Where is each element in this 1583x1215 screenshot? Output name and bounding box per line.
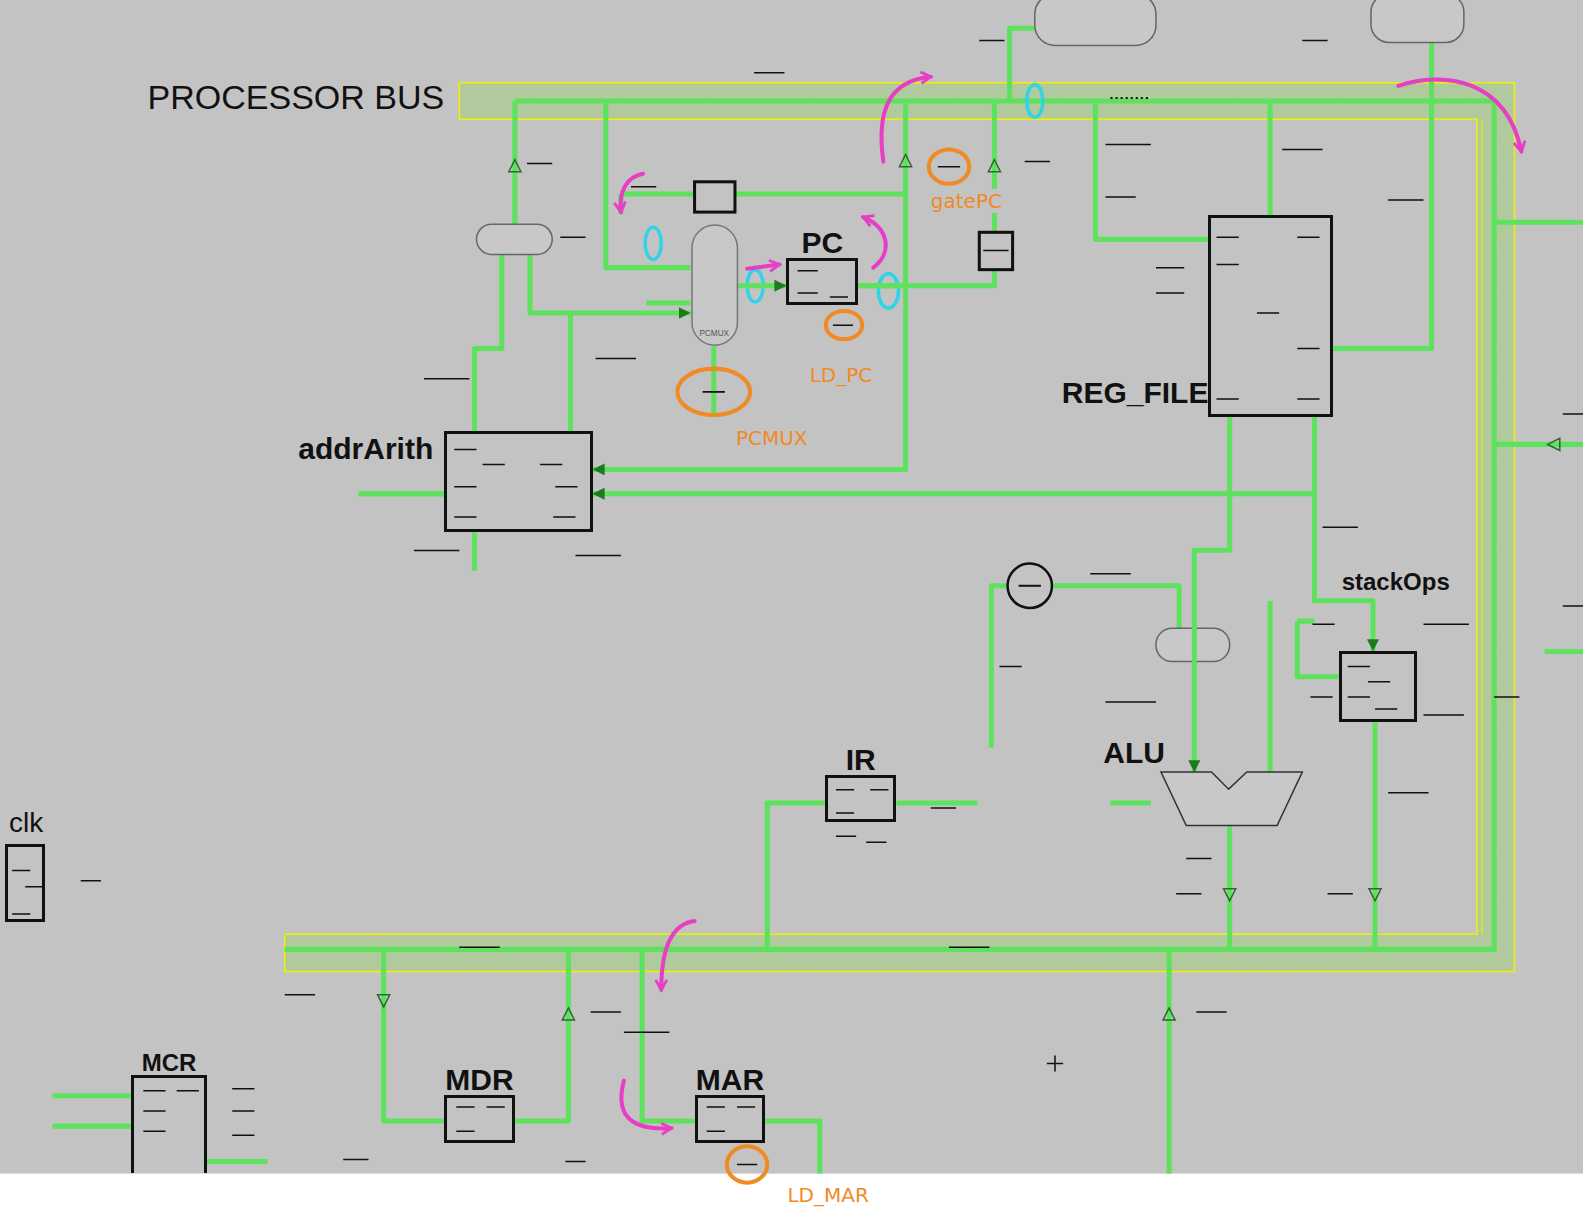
zero-mark (645, 227, 661, 259)
comparator-minus (1019, 585, 1041, 587)
cyan-zero-marks (645, 85, 1043, 308)
signal-wire (1315, 417, 1374, 651)
mux-outline (691, 224, 738, 346)
node-label: ALU (1103, 736, 1165, 770)
bus-inner-outline (1482, 119, 1483, 934)
register-file: REG_FILE (1208, 215, 1332, 417)
signal-annotation: gatePC (929, 189, 1004, 213)
placeholder-dashes (12, 40, 1583, 1164)
flow-arrow (661, 921, 694, 990)
address-arithmetic-unit: addrArith (444, 431, 592, 532)
shape-outline (692, 225, 737, 345)
node-label: addrArith (298, 432, 433, 466)
small-register (979, 232, 1012, 269)
canvas-ground (0, 0, 1583, 1174)
signal-wires (52, 28, 1583, 1173)
signal-annotation: PCMUX (734, 426, 810, 450)
node-label: PCMUX (691, 329, 738, 338)
bus-wire (285, 101, 1494, 949)
node-label: PC (801, 226, 843, 260)
node-label: clk (9, 807, 43, 839)
mar-register: MAR (695, 1095, 766, 1142)
clock-box: clk (5, 844, 45, 922)
shape-outline (1161, 772, 1302, 826)
signal-annotation: LD_PC (808, 363, 875, 387)
node-label: stackOps (1342, 568, 1450, 596)
flow-arrow (881, 77, 930, 162)
bus-title: PROCESSOR BUS (146, 78, 447, 117)
pc-register: PC (786, 258, 858, 304)
mux-symbol (477, 224, 553, 254)
alu: ALU (1161, 772, 1302, 826)
signal-wire (570, 313, 690, 431)
signal-annotation: LD_MAR (785, 1183, 870, 1207)
flow-arrow (621, 174, 644, 212)
small-register (695, 182, 735, 212)
flow-arrow (621, 1081, 671, 1129)
tristate-buffers (378, 155, 1560, 1021)
zero-mark (1027, 85, 1043, 117)
comparator-symbol (1008, 564, 1052, 608)
signal-wire (593, 417, 1315, 494)
zero-mark (878, 274, 898, 308)
cursor-cross (1047, 1055, 1063, 1071)
alu-outline (1161, 772, 1302, 826)
small-register-divider (983, 250, 1008, 252)
annotation-circle (929, 149, 969, 183)
dotted-marks (1111, 97, 1151, 99)
mdr-register: MDR (444, 1095, 515, 1142)
pc-mux: PCMUX (691, 224, 738, 346)
flow-arrow (747, 265, 779, 269)
annotation-circle (727, 1146, 767, 1182)
node-label: MCR (142, 1049, 197, 1077)
mcr-register: MCR (131, 1075, 207, 1173)
flow-arrow (863, 217, 886, 267)
node-label: MAR (696, 1063, 764, 1097)
annotation-circle (677, 369, 750, 415)
signal-wire (738, 283, 786, 288)
mux-symbol (1035, 0, 1156, 45)
flow-arrow (1398, 79, 1521, 151)
magenta-flow-arrows (621, 77, 1522, 1129)
node-label: IR (846, 743, 876, 777)
instruction-register: IR (825, 775, 897, 821)
orange-annotation-circles (677, 149, 969, 1182)
node-label: MDR (445, 1063, 513, 1097)
annotation-circle (826, 311, 862, 339)
mux-symbol (1371, 0, 1464, 42)
stack-ops-unit: stackOps (1339, 651, 1418, 722)
signal-wire (1194, 417, 1229, 772)
node-label: REG_FILE (1062, 376, 1209, 410)
